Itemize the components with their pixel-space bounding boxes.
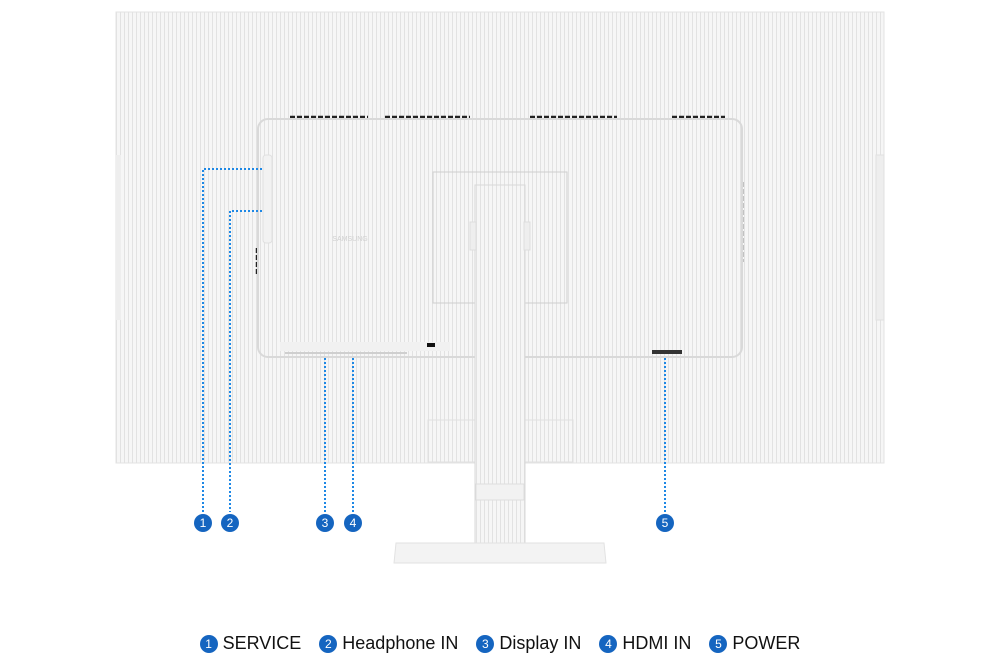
panel-side-edge [875, 154, 885, 321]
legend-label: Headphone IN [342, 633, 459, 653]
callout-marker-hdmi: 4 [344, 514, 362, 532]
legend-item-hdmi: 4 HDMI IN [599, 633, 691, 654]
legend-number: 1 [199, 634, 218, 653]
samsung-logo: SAMSUNG [332, 236, 367, 243]
usb-port [427, 343, 435, 347]
stand-base [393, 542, 607, 564]
callout-lines [202, 168, 666, 512]
legend-label: POWER [732, 633, 801, 653]
legend-label: HDMI IN [622, 633, 692, 653]
legend-item-service: 1 SERVICE [199, 633, 302, 654]
side-port-panel [262, 154, 273, 244]
callout-marker-power: 5 [656, 514, 674, 532]
legend-number: 3 [476, 634, 495, 653]
legend-label: Display IN [499, 633, 582, 653]
legend-label: SERVICE [222, 633, 302, 653]
legend-number: 2 [319, 634, 338, 653]
power-port [652, 350, 682, 354]
legend-item-power: 5 POWER [709, 633, 800, 654]
callout-marker-display: 3 [316, 514, 334, 532]
stand-neck [474, 184, 526, 561]
port-legend: 1 SERVICE 2 Headphone IN 3 Display IN 4 … [0, 633, 1000, 654]
callout-marker-headphone: 2 [221, 514, 239, 532]
legend-item-display: 3 Display IN [476, 633, 581, 654]
legend-number: 5 [709, 634, 728, 653]
panel-side-edge [116, 155, 121, 320]
callout-marker-service: 1 [194, 514, 212, 532]
bottom-port-panel [280, 342, 450, 351]
legend-item-headphone: 2 Headphone IN [319, 633, 458, 654]
stand-collar [475, 483, 525, 501]
legend-number: 4 [599, 634, 618, 653]
